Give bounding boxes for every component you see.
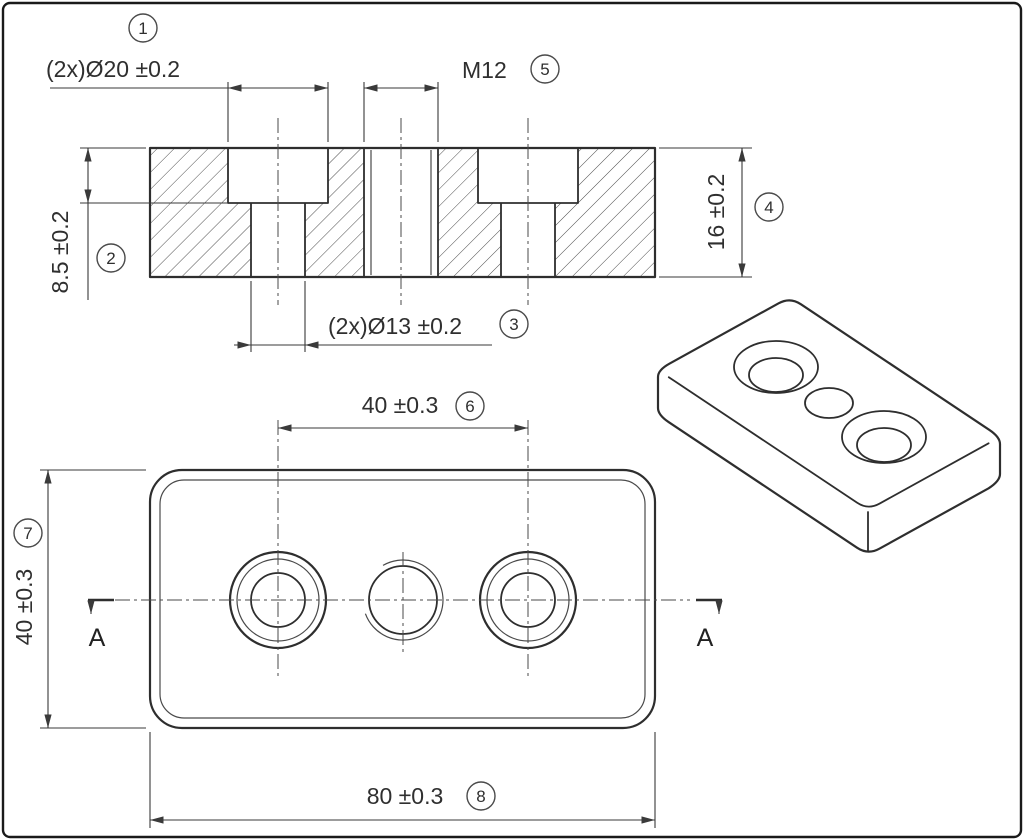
svg-text:2: 2 — [106, 249, 115, 268]
balloon-6: 6 — [455, 391, 485, 421]
dim-length-label: 80 ±0.3 — [367, 783, 444, 809]
section-view — [148, 118, 657, 305]
balloon-2: 2 — [96, 243, 126, 273]
dim-hole-spacing-label: 40 ±0.3 — [362, 392, 439, 418]
part-chamfer-outline — [159, 479, 646, 719]
iso-top-face-edges — [667, 376, 990, 508]
section-centerlines — [277, 118, 529, 305]
balloon-5: 5 — [530, 54, 560, 84]
dim-thickness-label: 16 ±0.2 — [703, 174, 729, 251]
dim-through-hole-diameter: (2x)Ø13 ±0.2 3 — [234, 281, 529, 352]
section-letter-right: A — [697, 624, 714, 652]
dim-thread-label: M12 — [462, 57, 507, 83]
section-outline — [148, 146, 657, 279]
svg-text:7: 7 — [23, 524, 32, 543]
iso-counterbore-hole-left — [733, 340, 819, 394]
section-letter-left: A — [89, 624, 106, 652]
iso-threaded-hole-center — [804, 387, 854, 419]
svg-text:5: 5 — [540, 60, 549, 79]
svg-text:4: 4 — [764, 198, 773, 217]
dim-counterbore-diameter-label: (2x)Ø20 ±0.2 — [46, 56, 180, 82]
svg-text:1: 1 — [138, 19, 147, 38]
dim-width-label: 40 ±0.3 — [11, 569, 37, 646]
section-marker-right: A — [696, 598, 723, 652]
part-outline — [148, 468, 657, 730]
isometric-view — [656, 299, 1002, 553]
section-marker-left: A — [87, 598, 114, 652]
dim-through-hole-label: (2x)Ø13 ±0.2 — [328, 313, 462, 339]
dim-counterbore-diameter: (2x)Ø20 ±0.2 1 — [46, 13, 329, 142]
dim-counterbore-depth-label: 8.5 ±0.2 — [47, 211, 73, 294]
dim-length: 80 ±0.3 8 — [149, 732, 656, 828]
section-hatch — [150, 148, 655, 277]
balloon-1: 1 — [128, 13, 158, 43]
iso-silhouette — [656, 299, 1002, 553]
svg-text:8: 8 — [476, 787, 485, 806]
vertical-centerlines — [277, 420, 529, 678]
thread-lines — [370, 150, 432, 275]
balloon-8: 8 — [466, 781, 496, 811]
iso-counterbore-hole-right — [841, 410, 927, 464]
svg-text:3: 3 — [509, 315, 518, 334]
dim-thickness: 16 ±0.2 4 — [659, 147, 784, 278]
dim-thread: M12 5 — [363, 54, 560, 142]
top-view: A A — [87, 420, 723, 730]
dim-counterbore-depth: 8.5 ±0.2 2 — [47, 147, 228, 300]
dim-width: 40 ±0.3 7 — [11, 469, 146, 729]
thread-arc — [364, 559, 444, 641]
svg-text:6: 6 — [465, 397, 474, 416]
threaded-hole-profile — [363, 147, 439, 278]
balloon-4: 4 — [754, 192, 784, 222]
dim-hole-spacing: 40 ±0.3 6 — [278, 391, 528, 432]
balloon-7: 7 — [13, 518, 43, 548]
balloon-3: 3 — [499, 309, 529, 339]
